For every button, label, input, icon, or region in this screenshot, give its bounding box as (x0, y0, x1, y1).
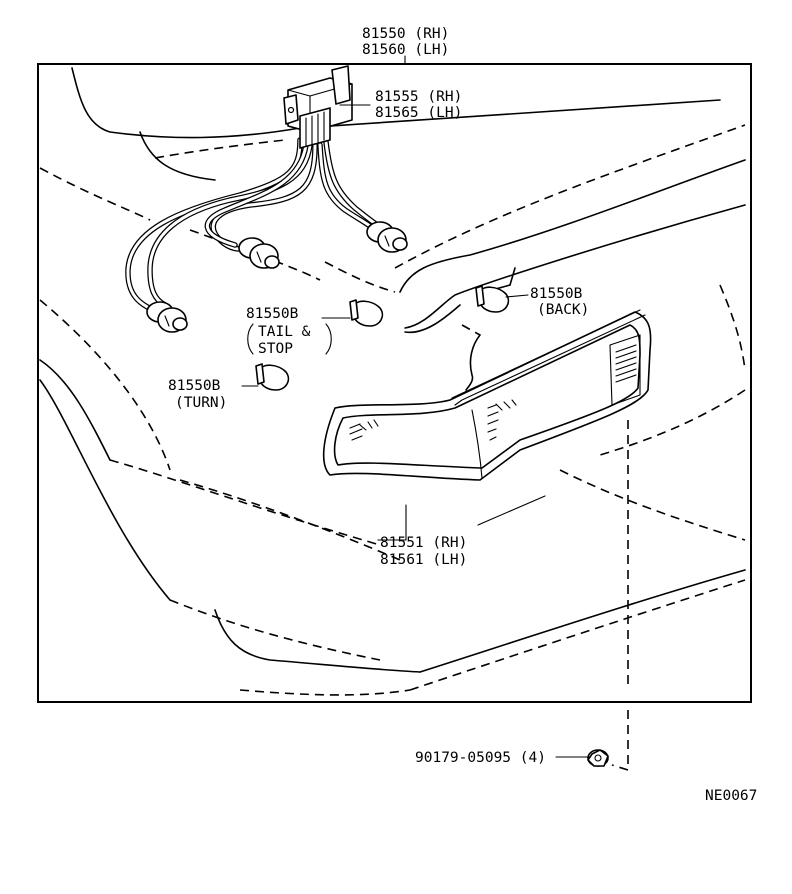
label-tail-line2: STOP (258, 341, 293, 357)
label-turn-note: (TURN) (175, 395, 227, 411)
label-nut: 90179-05095 (4) (415, 750, 546, 766)
nut-fastener (587, 749, 609, 767)
wiring-harness (125, 65, 385, 315)
label-bulb-tail: 81550B (246, 306, 299, 322)
bracket-left (247, 323, 254, 355)
label-socket-lh: 81565 (LH) (375, 105, 462, 121)
centerline-tail (611, 764, 629, 771)
bracket-right (325, 323, 332, 355)
label-lamp-rh: 81550 (RH) (362, 26, 449, 42)
bulb-back (475, 285, 510, 313)
label-tail-line1: TAIL & (258, 324, 311, 340)
label-bulb-back: 81550B (530, 286, 583, 302)
label-lamp-lh: 81560 (LH) (362, 42, 449, 58)
label-diagram-id: NE0067 (705, 788, 757, 804)
bulb-tail-stop (349, 299, 384, 327)
socket-right (366, 221, 408, 253)
leader-lines (241, 55, 591, 758)
label-back-note: (BACK) (537, 302, 589, 318)
socket-center (238, 237, 280, 269)
label-socket-rh: 81555 (RH) (375, 89, 462, 105)
socket-left-lower (146, 301, 188, 333)
label-lens-lh: 81561 (LH) (380, 552, 467, 568)
label-bulb-turn: 81550B (168, 378, 221, 394)
diagram-frame (37, 63, 752, 703)
bulb-turn (255, 363, 290, 391)
label-lens-rh: 81551 (RH) (380, 535, 467, 551)
lamp-lens-assembly (322, 309, 652, 481)
